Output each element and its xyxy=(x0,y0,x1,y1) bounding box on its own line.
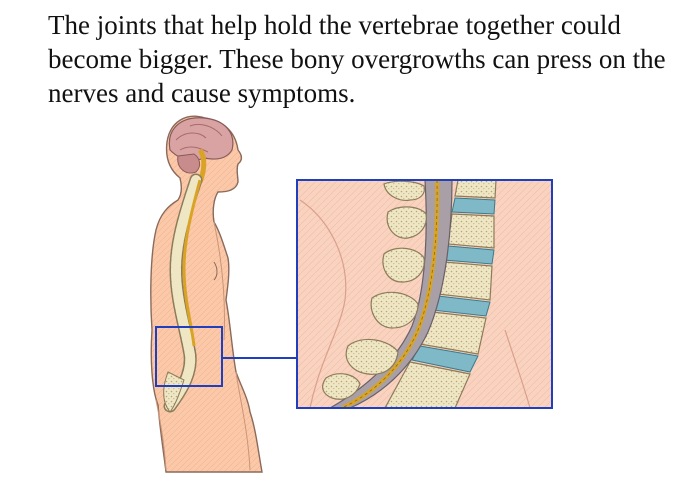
callout-box-large xyxy=(296,179,553,409)
human-figure xyxy=(150,115,263,473)
facet-joints xyxy=(322,180,427,400)
intervertebral-discs xyxy=(411,197,496,373)
body-silhouette xyxy=(150,115,263,473)
spinal-cord xyxy=(182,179,202,347)
vertebral-bodies xyxy=(384,180,497,408)
cerebellum-shape xyxy=(177,153,201,174)
spine-detail-view xyxy=(297,180,552,408)
caption-text: The joints that help hold the vertebrae … xyxy=(48,10,666,108)
arm-shape xyxy=(213,221,226,341)
callout-box-small xyxy=(155,326,223,387)
